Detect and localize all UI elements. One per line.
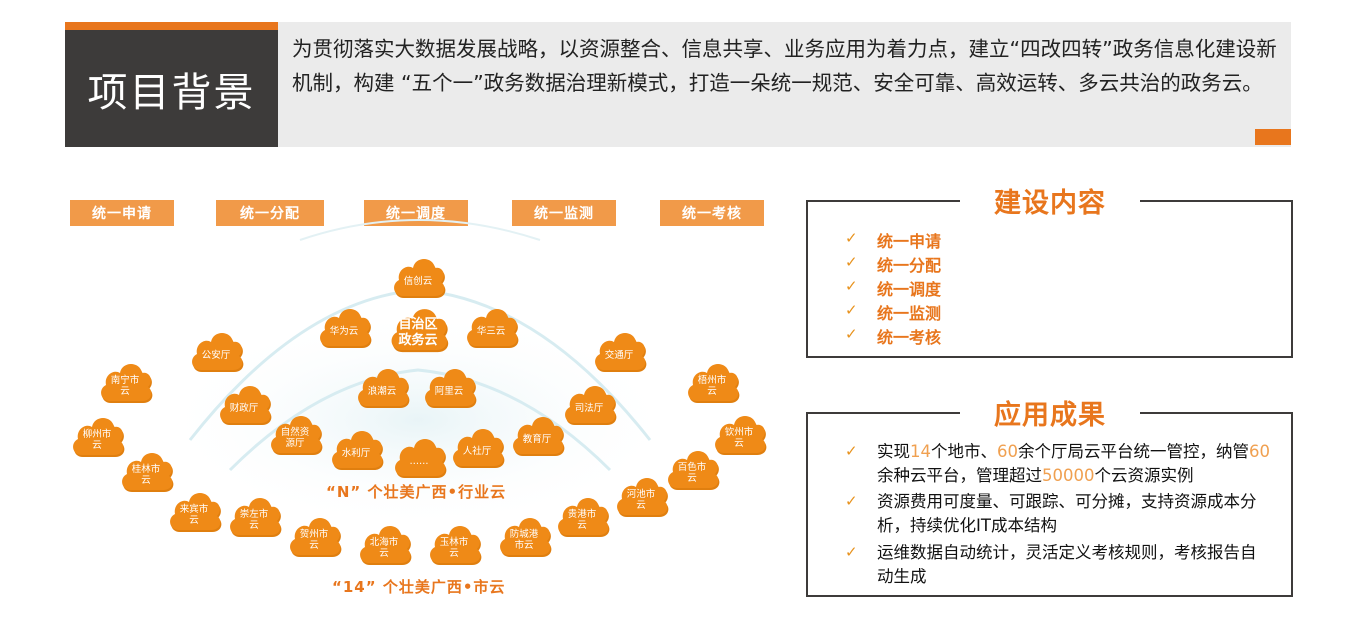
cloud-department: 公安厅 (187, 322, 245, 380)
construction-item: 统一监测 (877, 304, 942, 323)
cloud-city: 玉林市云 (425, 515, 483, 573)
intro-block: 为贯彻落实大数据发展战略，以资源整合、信息共享、业务应用为着力点，建立“四改四转… (278, 22, 1291, 147)
cloud-label: 人社厅 (462, 445, 492, 457)
result-number: 60 (997, 442, 1018, 461)
cloud-provider: 阿里云 (420, 358, 478, 416)
cloud-department: 财政厅 (215, 375, 273, 433)
cloud-label: 河池市云 (626, 489, 656, 511)
cloud-label: 华三云 (476, 325, 506, 337)
results-box (806, 412, 1293, 597)
construction-title: 建设内容 (960, 184, 1140, 224)
result-text-part: 个地市、 (931, 442, 997, 461)
cloud-label: 来宾市云 (179, 504, 209, 526)
cloud-city: 来宾市云 (165, 482, 223, 540)
construction-box (806, 200, 1293, 358)
check-icon: ✓ (845, 301, 858, 319)
result-text-part: 余种云平台，管理超过 (877, 466, 1042, 485)
result-text-part: 余个厅局云平台统一管控，纳管 (1018, 442, 1249, 461)
cloud-label: 阿里云 (434, 385, 464, 397)
cloud-city: 防城港市云 (495, 507, 553, 565)
cloud-city: 贵港市云 (553, 487, 611, 545)
check-icon: ✓ (845, 229, 858, 247)
result-item-3: 运维数据自动统计，灵活定义考核规则，考核报告自动生成 (877, 543, 1257, 586)
cloud-city: 崇左市云 (225, 487, 283, 545)
result-number: 50000 (1042, 466, 1095, 485)
cloud-city: 梧州市云 (683, 353, 741, 411)
cloud-department: 水利厅 (327, 420, 385, 478)
cloud-label: 防城港市云 (509, 529, 539, 551)
tag-unified-assess: 统一考核 (660, 200, 764, 226)
cloud-city: 桂林市云 (117, 442, 175, 500)
cloud-label: 钦州市云 (724, 427, 754, 449)
title-block: 项目背景 (65, 22, 278, 147)
cloud-department: 人社厅 (448, 418, 506, 476)
intro-accent-bar (1255, 129, 1291, 145)
tag-unified-apply: 统一申请 (70, 200, 174, 226)
cloud-city: 柳州市云 (68, 407, 126, 465)
check-icon: ✓ (845, 277, 858, 295)
cloud-department: 司法厅 (560, 375, 618, 433)
caption-city-cloud: “14” 个壮美广西•市云 (332, 578, 506, 596)
check-icon: ✓ (845, 492, 858, 510)
cloud-label: 百色市云 (677, 462, 707, 484)
result-number: 14 (910, 442, 931, 461)
result-text-part: 个云资源实例 (1094, 466, 1194, 485)
cloud-label: 自然资源厅 (280, 427, 310, 449)
cloud-city: 河池市云 (612, 467, 670, 525)
check-icon: ✓ (845, 325, 858, 343)
result-item-2: 资源费用可度量、可跟踪、可分摊，支持资源成本分析，持续优化IT成本结构 (877, 492, 1257, 535)
check-icon: ✓ (845, 442, 858, 460)
construction-item: 统一分配 (877, 256, 942, 275)
cloud-department: …… (390, 428, 448, 486)
cloud-department: 自然资源厅 (266, 405, 324, 463)
results-title: 应用成果 (960, 396, 1140, 436)
cloud-center-gov: 自治区政务云 (386, 297, 450, 361)
cloud-department: 交通厅 (590, 322, 648, 380)
tag-unified-monitor: 统一监测 (512, 200, 616, 226)
result-item-1: 实现14个地市、60余个厅局云平台统一管控，纳管60余种云平台，管理超过5000… (877, 440, 1272, 488)
cloud-provider: 华为云 (315, 298, 373, 356)
cloud-provider: 信创云 (389, 248, 447, 306)
cloud-label: 浪潮云 (367, 385, 397, 397)
cloud-label: 公安厅 (201, 349, 231, 361)
cloud-label: 贺州市云 (299, 529, 329, 551)
check-icon: ✓ (845, 253, 858, 271)
cloud-city: 南宁市云 (96, 353, 154, 411)
cloud-department: 教育厅 (508, 406, 566, 464)
construction-item: 统一调度 (877, 280, 942, 299)
cloud-provider: 华三云 (462, 298, 520, 356)
cloud-label: 自治区政务云 (398, 317, 438, 348)
cloud-label: 贵港市云 (567, 509, 597, 531)
cloud-city: 贺州市云 (285, 507, 343, 565)
cloud-label: 交通厅 (604, 349, 634, 361)
page-title: 项目背景 (87, 69, 256, 116)
cloud-label: 华为云 (329, 325, 359, 337)
cloud-label: 南宁市云 (110, 375, 140, 397)
caption-industry-cloud: “N” 个壮美广西•行业云 (326, 483, 507, 501)
intro-text: 为贯彻落实大数据发展战略，以资源整合、信息共享、业务应用为着力点，建立“四改四转… (292, 37, 1277, 95)
arc-background (158, 219, 678, 530)
cloud-label: 玉林市云 (439, 537, 469, 559)
check-icon: ✓ (845, 543, 858, 561)
cloud-city: 钦州市云 (710, 405, 768, 463)
cloud-label: 司法厅 (574, 402, 604, 414)
cloud-label: 桂林市云 (131, 464, 161, 486)
cloud-label: …… (409, 455, 429, 467)
result-text-part: 实现 (877, 442, 910, 461)
tag-unified-allocate: 统一分配 (216, 200, 324, 226)
cloud-label: 信创云 (403, 275, 433, 287)
cloud-label: 崇左市云 (239, 509, 269, 531)
cloud-city: 百色市云 (663, 440, 721, 498)
cloud-label: 教育厅 (522, 433, 552, 445)
cloud-label: 梧州市云 (697, 375, 727, 397)
construction-item: 统一申请 (877, 232, 942, 251)
result-number: 60 (1249, 442, 1270, 461)
construction-item: 统一考核 (877, 328, 942, 347)
cloud-label: 柳州市云 (82, 429, 112, 451)
cloud-city: 北海市云 (355, 515, 413, 573)
cloud-label: 水利厅 (341, 447, 371, 459)
cloud-label: 财政厅 (229, 402, 259, 414)
cloud-provider: 浪潮云 (353, 358, 411, 416)
cloud-label: 北海市云 (369, 537, 399, 559)
